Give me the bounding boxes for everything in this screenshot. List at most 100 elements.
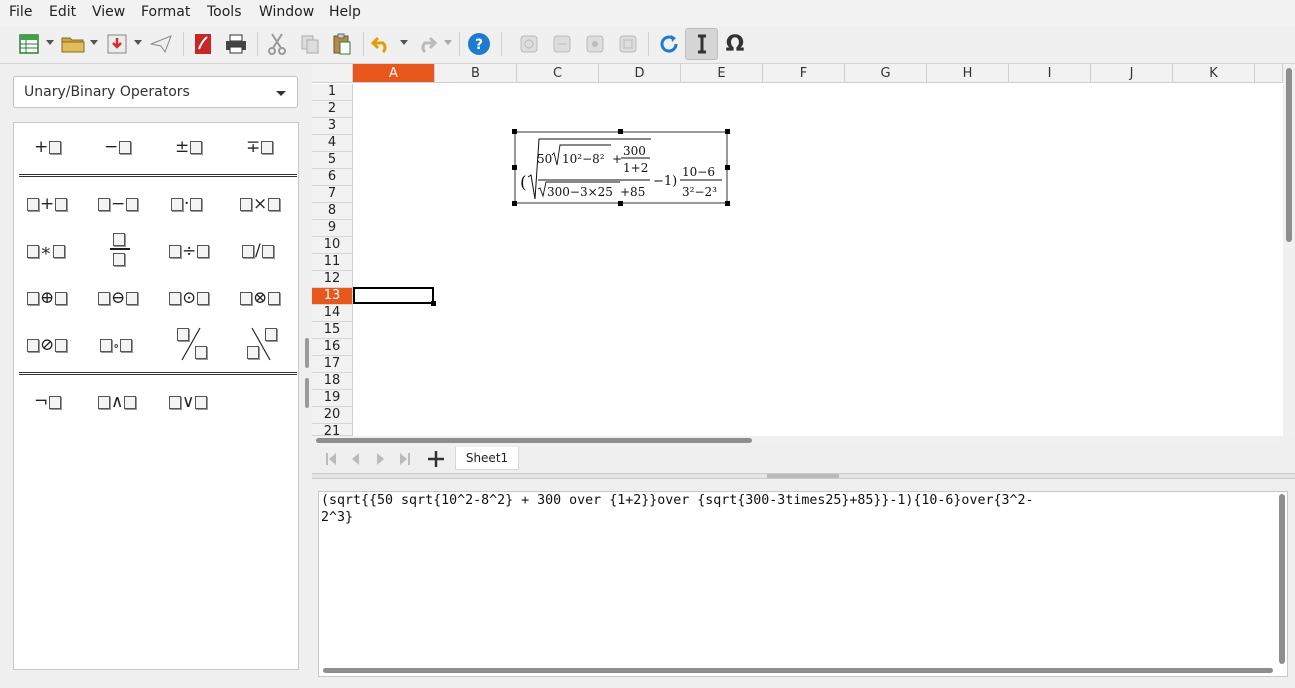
column-header[interactable] bbox=[1255, 64, 1283, 83]
row-header[interactable]: 17 bbox=[312, 356, 353, 373]
resize-handle[interactable] bbox=[618, 201, 623, 206]
column-header[interactable]: E bbox=[681, 64, 763, 83]
element-oslash[interactable]: ⊘ bbox=[26, 335, 68, 355]
row-header[interactable]: 10 bbox=[312, 237, 353, 254]
element-otimes[interactable]: ⊗ bbox=[239, 288, 281, 308]
menu-edit[interactable]: Edit bbox=[49, 4, 77, 20]
last-sheet-icon[interactable] bbox=[397, 452, 411, 466]
menu-format[interactable]: Format bbox=[141, 4, 191, 20]
row-header[interactable]: 3 bbox=[312, 118, 353, 135]
paste-icon[interactable] bbox=[330, 30, 354, 58]
row-header[interactable]: 21 bbox=[312, 424, 353, 436]
element-unary-minus[interactable]: − bbox=[104, 137, 132, 157]
resize-handle[interactable] bbox=[512, 129, 517, 134]
row-header[interactable]: 18 bbox=[312, 373, 353, 390]
spreadsheet-grid[interactable] bbox=[312, 64, 1295, 436]
sidebar-resize-handle[interactable] bbox=[305, 338, 309, 368]
cell-cursor[interactable] bbox=[353, 287, 436, 306]
sidebar-resize-handle[interactable] bbox=[305, 378, 309, 408]
help-icon[interactable]: ? bbox=[466, 30, 492, 58]
row-header[interactable]: 11 bbox=[312, 254, 353, 271]
editor-horizontal-scrollbar[interactable] bbox=[323, 668, 1273, 673]
column-header[interactable]: K bbox=[1173, 64, 1255, 83]
row-header[interactable]: 6 bbox=[312, 169, 353, 186]
element-plus-minus[interactable]: ± bbox=[175, 137, 203, 157]
zoom-100-icon[interactable] bbox=[582, 30, 608, 58]
row-header[interactable]: 7 bbox=[312, 186, 353, 203]
undo-icon[interactable] bbox=[369, 30, 395, 58]
row-header[interactable]: 4 bbox=[312, 135, 353, 152]
open-folder-icon[interactable] bbox=[60, 30, 86, 58]
row-header[interactable]: 2 bbox=[312, 101, 353, 118]
row-header[interactable]: 15 bbox=[312, 322, 353, 339]
open-dropdown-icon[interactable] bbox=[90, 40, 98, 45]
show-all-icon[interactable] bbox=[615, 30, 641, 58]
element-minus-plus[interactable]: ∓ bbox=[246, 137, 274, 157]
resize-handle[interactable] bbox=[725, 201, 730, 206]
row-header[interactable]: 12 bbox=[312, 271, 353, 288]
formula-object[interactable]: ( 50 10²−8² + 300 1+2 300−3×25 +85 −1) 1… bbox=[514, 131, 728, 204]
undo-dropdown-icon[interactable] bbox=[400, 40, 408, 45]
sheet-tab-sheet1[interactable]: Sheet1 bbox=[455, 447, 519, 470]
print-icon[interactable] bbox=[224, 30, 248, 58]
send-mail-icon[interactable] bbox=[148, 30, 174, 58]
zoom-in-icon[interactable] bbox=[516, 30, 542, 58]
element-wide-slash[interactable] bbox=[174, 326, 208, 362]
column-header[interactable]: C bbox=[517, 64, 599, 83]
redo-dropdown-icon[interactable] bbox=[444, 40, 452, 45]
element-odot[interactable]: ⊙ bbox=[168, 288, 210, 308]
menu-tools[interactable]: Tools bbox=[207, 4, 242, 20]
resize-handle[interactable] bbox=[512, 201, 517, 206]
element-wide-backslash[interactable] bbox=[244, 326, 278, 362]
row-header[interactable]: 13 bbox=[312, 288, 353, 305]
formula-command-editor[interactable]: (sqrt{{50 sqrt{10^2-8^2} + 300 over {1+2… bbox=[318, 491, 1288, 677]
zoom-out-icon[interactable] bbox=[549, 30, 575, 58]
element-times[interactable]: × bbox=[239, 194, 281, 214]
select-all-corner[interactable] bbox=[312, 64, 353, 83]
formula-command-text[interactable]: (sqrt{{50 sqrt{10^2-8^2} + 300 over {1+2… bbox=[321, 493, 1034, 525]
resize-handle[interactable] bbox=[618, 129, 623, 134]
element-subtract[interactable]: − bbox=[97, 194, 139, 214]
element-and[interactable]: ∧ bbox=[97, 392, 137, 412]
row-header[interactable]: 5 bbox=[312, 152, 353, 169]
resize-handle[interactable] bbox=[725, 129, 730, 134]
row-header[interactable]: 20 bbox=[312, 407, 353, 424]
add-sheet-icon[interactable] bbox=[427, 450, 445, 468]
element-oplus[interactable]: ⊕ bbox=[26, 288, 68, 308]
row-header[interactable]: 14 bbox=[312, 305, 353, 322]
column-header[interactable]: G bbox=[845, 64, 927, 83]
row-header[interactable]: 16 bbox=[312, 339, 353, 356]
column-header[interactable]: F bbox=[763, 64, 845, 83]
resize-handle[interactable] bbox=[512, 165, 517, 170]
column-header[interactable]: B bbox=[435, 64, 517, 83]
fill-handle[interactable] bbox=[431, 301, 436, 306]
column-header[interactable]: H bbox=[927, 64, 1009, 83]
vertical-scrollbar[interactable] bbox=[1283, 64, 1295, 436]
command-pane-splitter[interactable] bbox=[312, 473, 1295, 479]
symbols-icon[interactable]: Ω bbox=[725, 31, 745, 57]
element-fraction[interactable] bbox=[110, 233, 130, 269]
scrollbar-thumb[interactable] bbox=[1286, 68, 1292, 242]
row-header[interactable]: 1 bbox=[312, 84, 353, 101]
copy-icon[interactable] bbox=[298, 30, 322, 58]
element-ominus[interactable]: ⊖ bbox=[97, 288, 139, 308]
column-header[interactable]: J bbox=[1091, 64, 1173, 83]
scrollbar-thumb[interactable] bbox=[316, 438, 752, 443]
next-sheet-icon[interactable] bbox=[373, 452, 387, 466]
element-neg[interactable]: ¬ bbox=[34, 392, 62, 412]
elements-category-dropdown[interactable]: Unary/Binary Operators bbox=[13, 76, 298, 108]
save-dropdown-icon[interactable] bbox=[134, 40, 142, 45]
row-header[interactable]: 9 bbox=[312, 220, 353, 237]
element-cdot[interactable]: · bbox=[170, 194, 203, 214]
element-unary-plus[interactable]: + bbox=[34, 137, 62, 157]
previous-sheet-icon[interactable] bbox=[349, 452, 363, 466]
menu-file[interactable]: File bbox=[9, 4, 33, 20]
resize-handle[interactable] bbox=[725, 165, 730, 170]
redo-icon[interactable] bbox=[413, 30, 439, 58]
column-header[interactable]: I bbox=[1009, 64, 1091, 83]
first-sheet-icon[interactable] bbox=[325, 452, 339, 466]
element-or[interactable]: ∨ bbox=[168, 392, 208, 412]
export-pdf-icon[interactable] bbox=[191, 30, 215, 58]
column-header[interactable]: A bbox=[353, 64, 435, 83]
row-header[interactable]: 8 bbox=[312, 203, 353, 220]
